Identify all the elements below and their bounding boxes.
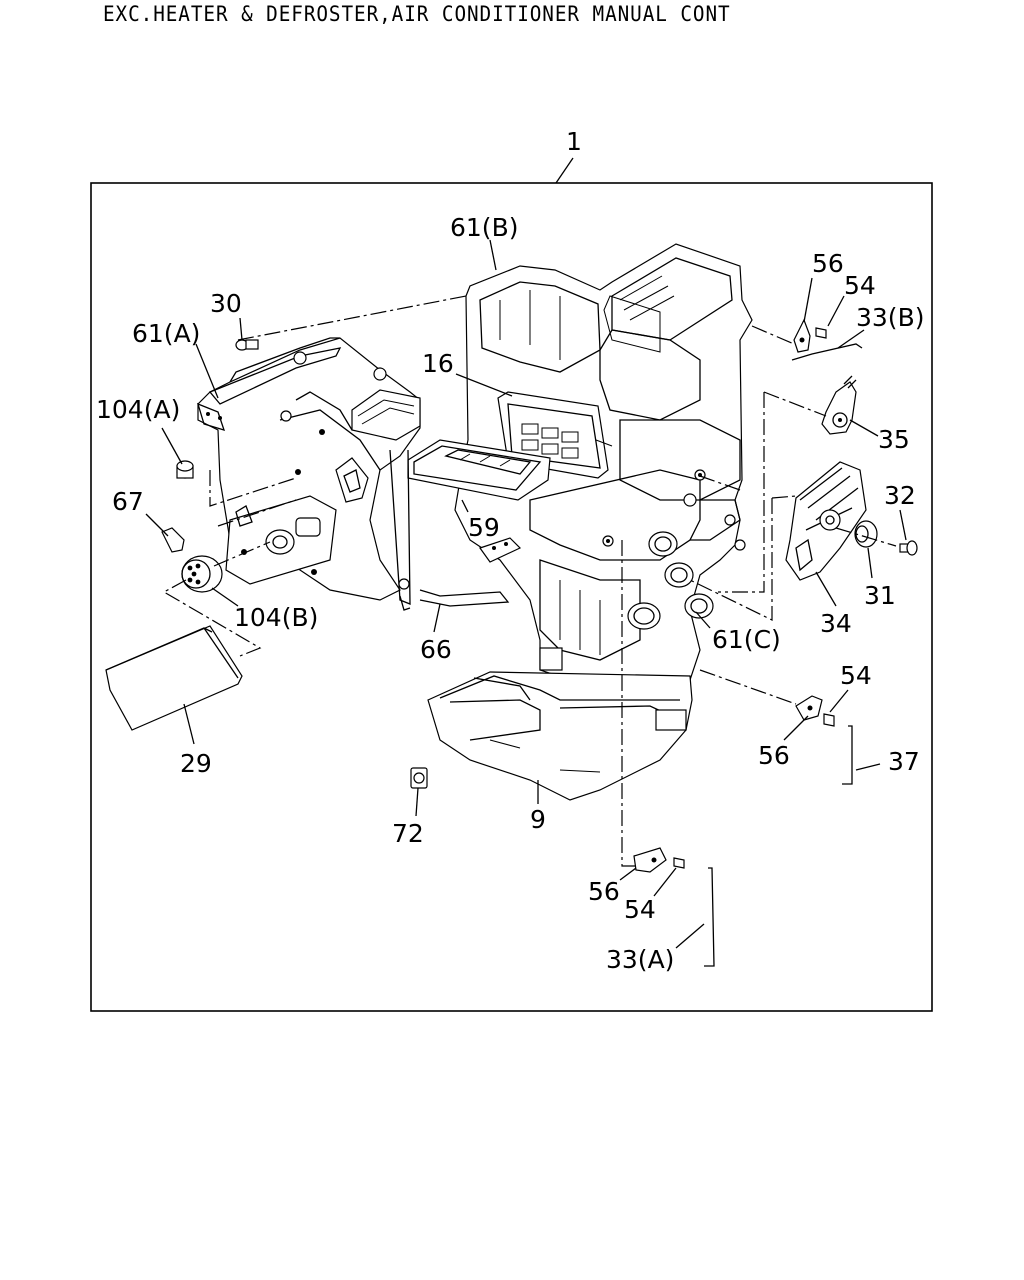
callout-61c: 61(C) [712, 625, 781, 654]
page-title: EXC.HEATER & DEFROSTER,AIR CONDITIONER M… [103, 2, 731, 26]
screw-30 [235, 339, 259, 351]
pin-54-lower [673, 857, 685, 869]
callout-104a: 104(A) [96, 395, 180, 424]
callout-31: 31 [864, 581, 896, 610]
callout-67: 67 [112, 487, 144, 516]
callout-54-lower: 54 [624, 895, 656, 924]
link-56-lower [633, 847, 667, 873]
cover-box-29 [105, 625, 243, 731]
rod-33a [704, 867, 715, 967]
callout-16: 16 [422, 349, 454, 378]
callout-59: 59 [468, 513, 500, 542]
callout-104b: 104(B) [234, 603, 318, 632]
clip-67 [161, 527, 185, 553]
callout-1: 1 [566, 127, 582, 156]
callout-54-upper: 54 [844, 271, 876, 300]
callout-61b: 61(B) [450, 213, 518, 242]
rotor-104b [181, 555, 223, 593]
callout-56-mid: 56 [758, 741, 790, 770]
callout-54-mid: 54 [840, 661, 872, 690]
assembly-frame [90, 182, 933, 1012]
nut-72 [410, 767, 428, 789]
callout-34: 34 [820, 609, 852, 638]
link-56-upper [793, 318, 811, 353]
grommet-104a [176, 460, 194, 479]
callout-9: 9 [530, 805, 546, 834]
callout-56-lower: 56 [588, 877, 620, 906]
callout-29: 29 [180, 749, 212, 778]
actuator-plate-34 [785, 461, 867, 581]
callout-32: 32 [884, 481, 916, 510]
link-56-mid [795, 695, 823, 721]
rod-66 [419, 589, 510, 607]
callout-37: 37 [888, 747, 920, 776]
lever-35 [821, 375, 857, 435]
screw-32 [899, 540, 918, 556]
rod-33b [791, 343, 863, 361]
callout-33b: 33(B) [856, 303, 924, 332]
callout-33a: 33(A) [606, 945, 674, 974]
rod-37 [842, 725, 853, 785]
callout-66: 66 [420, 635, 452, 664]
washer-31 [854, 520, 878, 548]
callout-72: 72 [392, 819, 424, 848]
resistor-plate [225, 495, 337, 585]
lower-case-9 [427, 647, 693, 801]
callout-35: 35 [878, 425, 910, 454]
pin-54-mid [823, 713, 835, 727]
callout-30: 30 [210, 289, 242, 318]
pin-54-upper [815, 327, 827, 339]
callout-61a: 61(A) [132, 319, 200, 348]
callout-56-upper: 56 [812, 249, 844, 278]
